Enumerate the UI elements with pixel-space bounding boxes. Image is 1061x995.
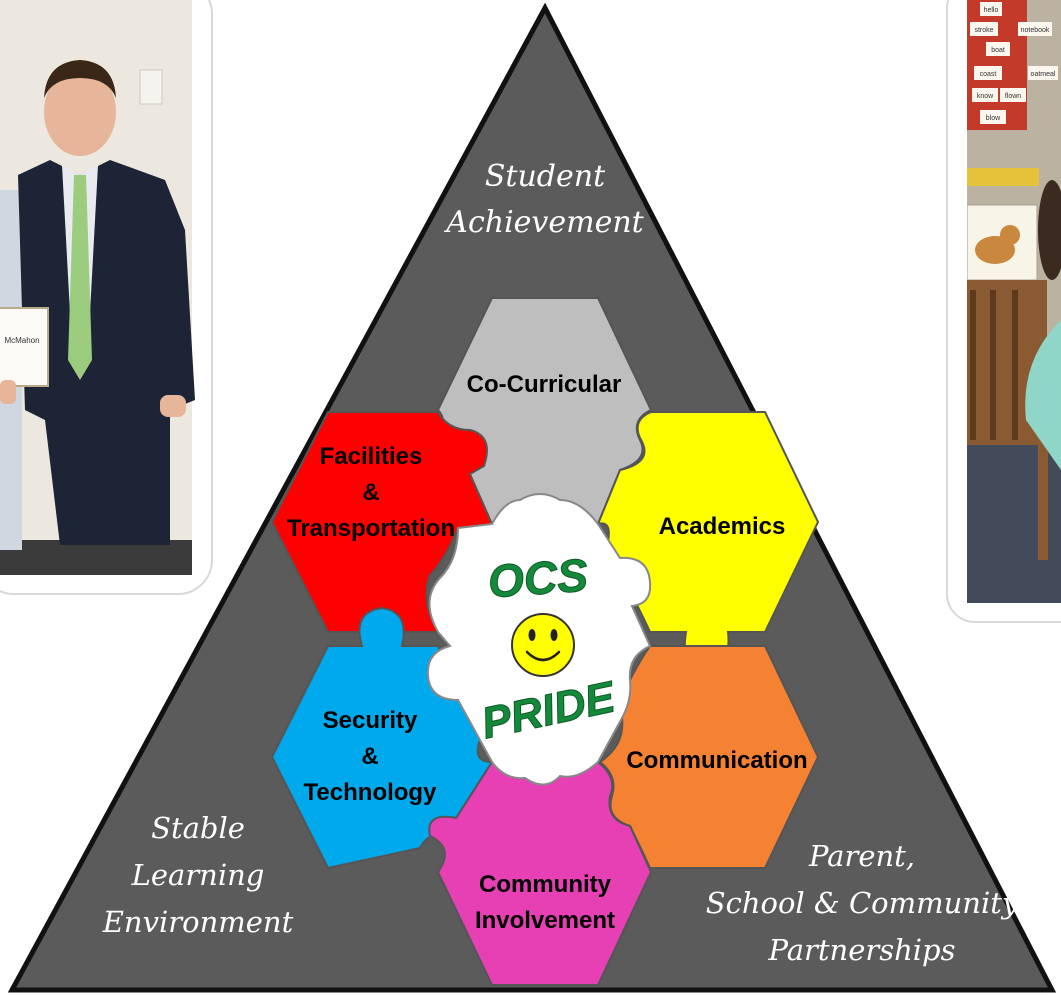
co-curricular-label-line-1: Co-Curricular xyxy=(467,371,622,398)
academics-label-line-1: Academics xyxy=(659,513,786,540)
smiley-icon xyxy=(511,613,575,677)
facilities-label-line-3: Transportation xyxy=(287,515,455,542)
security-label-line-2: & xyxy=(361,743,378,770)
stable-learning-environment-label-line-1: Stable xyxy=(151,811,245,845)
stable-learning-environment-label-line-2: Learning xyxy=(131,858,265,892)
word-card xyxy=(1000,88,1026,102)
word-card-text: flown xyxy=(1005,93,1021,100)
word-card-text: oatmeal xyxy=(1031,71,1056,78)
certificate-text: McMahon xyxy=(4,336,39,345)
parent-school-community-partnerships-label-line-2: School & Community xyxy=(706,886,1019,920)
ocs-logo-text: OCS xyxy=(486,549,589,608)
word-card xyxy=(970,22,998,36)
facilities-label-line-2: & xyxy=(362,479,379,506)
parent-school-community-partnerships-label-line-3: Partnerships xyxy=(768,933,956,967)
student-achievement-label-line-1: Student xyxy=(485,159,606,194)
community-label-line-2: Involvement xyxy=(475,907,615,934)
ocs-pride-center-piece: OCS PRIDE xyxy=(426,493,652,786)
word-card xyxy=(986,42,1010,56)
word-card xyxy=(972,88,998,102)
word-card-text: coast xyxy=(980,71,997,78)
security-label-line-1: Security xyxy=(323,707,418,734)
word-card-text: blow xyxy=(986,115,1001,122)
facilities-label-line-1: Facilities xyxy=(320,443,423,470)
word-card-text: know xyxy=(977,93,994,100)
photo-left: McMahon xyxy=(0,0,213,595)
community-involvement-piece xyxy=(428,761,653,986)
parent-school-community-partnerships-label-line-1: Parent, xyxy=(808,839,915,873)
word-card-text: stroke xyxy=(974,27,993,34)
word-card xyxy=(980,110,1006,124)
word-card xyxy=(974,66,1002,80)
word-card xyxy=(1018,22,1052,36)
word-card-text: notebook xyxy=(1021,27,1050,34)
word-card-text: hello xyxy=(984,7,999,14)
word-card xyxy=(980,2,1002,16)
security-label-line-3: Technology xyxy=(304,779,438,806)
student-achievement-label-line-2: Achievement xyxy=(443,205,644,240)
word-card-text: boat xyxy=(991,47,1005,54)
word-card xyxy=(1028,66,1058,80)
stable-learning-environment-label-line-3: Environment xyxy=(102,905,294,939)
photo-right: hello stroke notebook boat coast oatmeal know f… xyxy=(946,0,1061,623)
word-card-wall: hello stroke notebook boat coast oatmeal know f… xyxy=(970,2,1058,124)
communication-label-line-1: Communication xyxy=(626,747,807,774)
community-label-line-1: Community xyxy=(479,871,612,898)
